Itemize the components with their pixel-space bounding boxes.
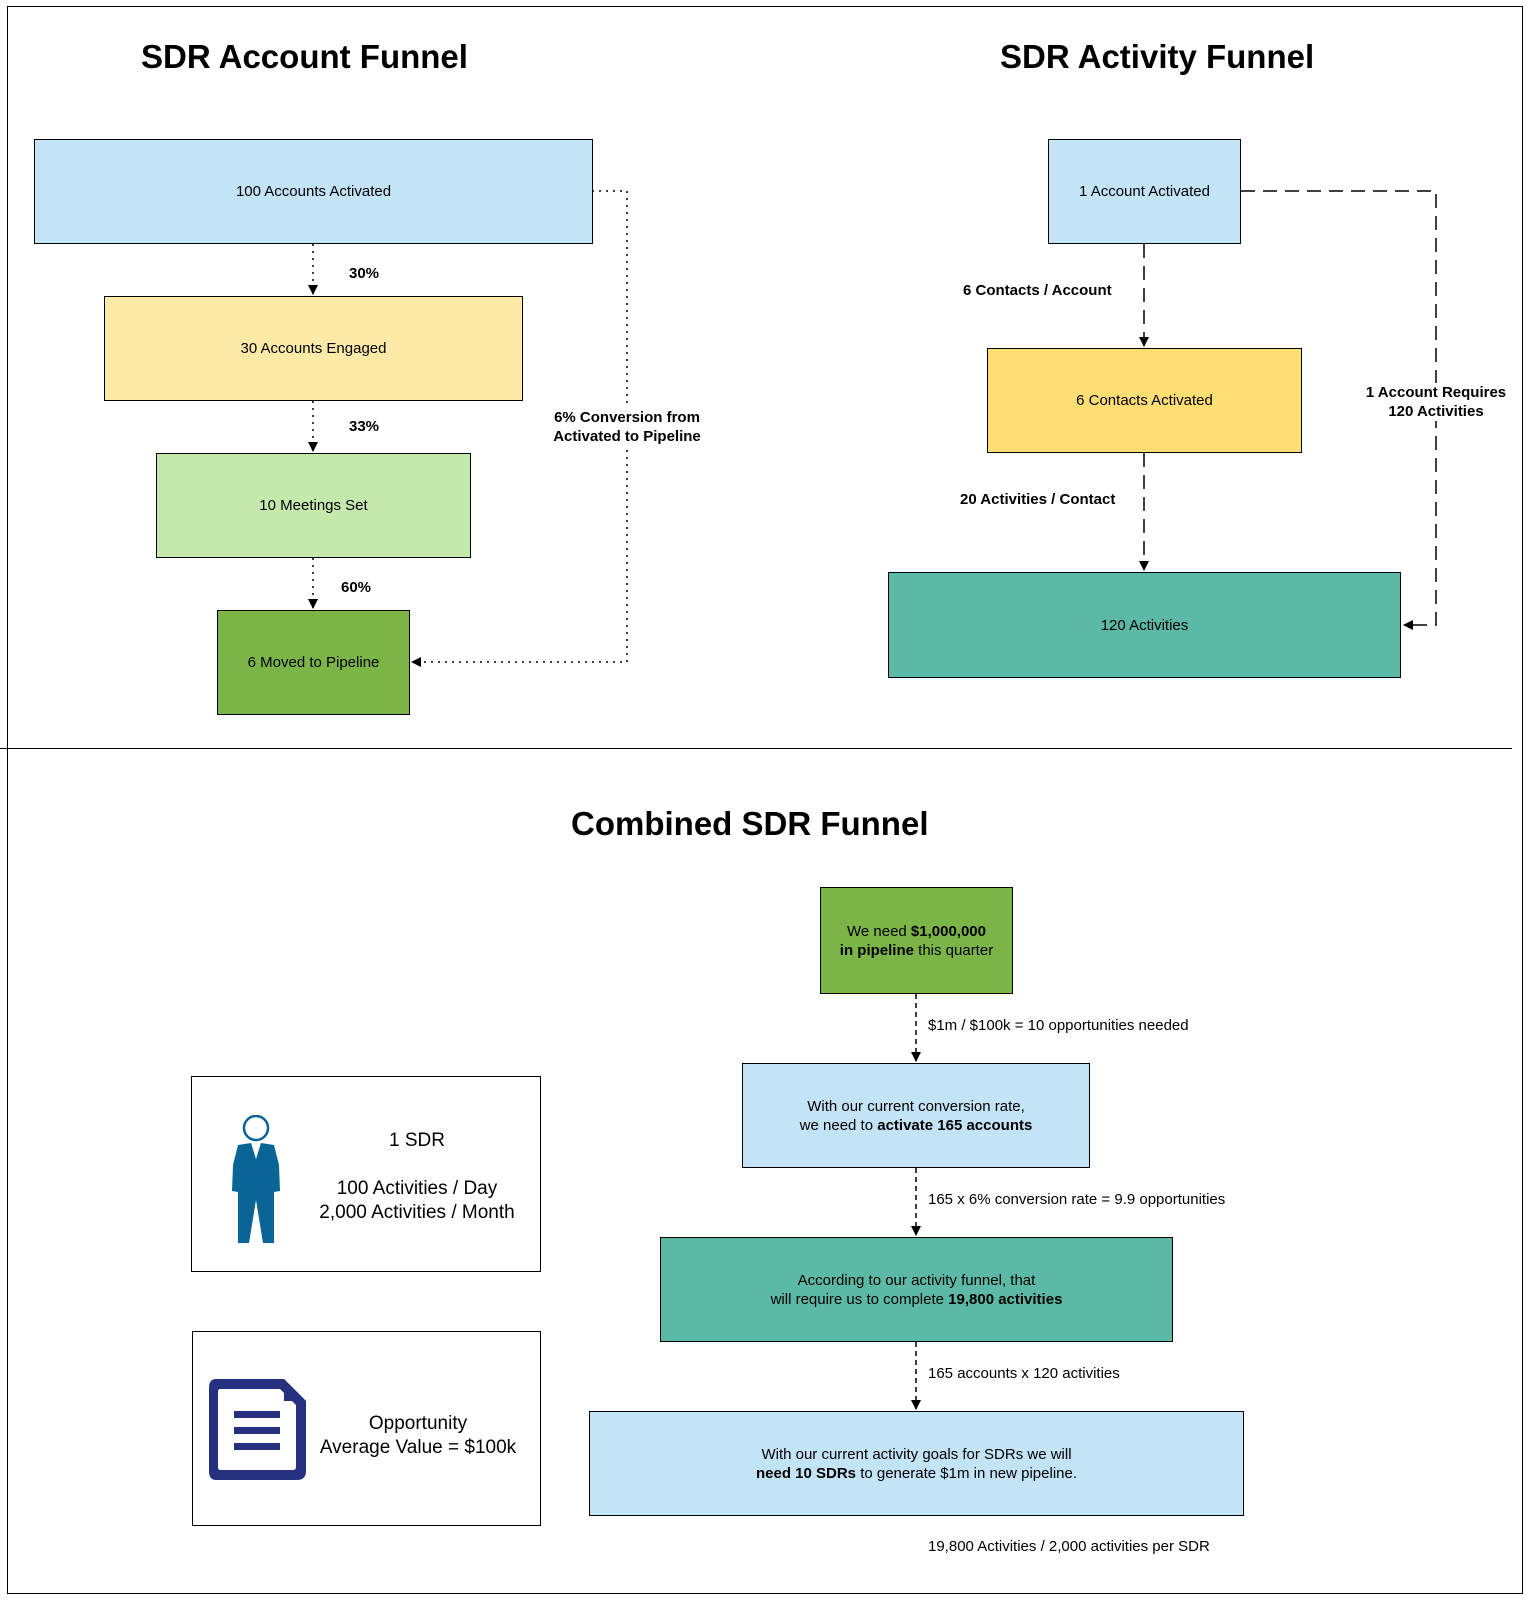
overall-conversion-line2: Activated to Pipeline	[553, 428, 701, 445]
section-divider	[0, 748, 1512, 749]
calc-activities: 165 accounts x 120 activities	[928, 1365, 1120, 1382]
activity-funnel-title: SDR Activity Funnel	[1000, 38, 1315, 75]
overall-conversion-label: 6% Conversion from Activated to Pipeline	[547, 408, 707, 446]
box-label: We need $1,000,000 in pipeline this quar…	[839, 922, 994, 959]
rate-label-engaged: 30%	[349, 265, 380, 282]
calc-conversion: 165 x 6% conversion rate = 9.9 opportuni…	[928, 1191, 1226, 1208]
box-activities: 120 Activities	[888, 572, 1401, 678]
sdr-monthly-activities: 2,000 Activities / Month	[319, 1202, 515, 1223]
box-sdrs-needed: With our current activity goals for SDRs…	[589, 1411, 1244, 1516]
sdr-daily-activities: 100 Activities / Day	[336, 1178, 498, 1199]
sdr-card-text: 1 SDR 100 Activities / Day 2,000 Activit…	[312, 1129, 522, 1225]
arrow-account-to-activities	[1241, 190, 1437, 630]
box-label: 6 Contacts Activated	[1076, 392, 1213, 409]
account-requires-label: 1 Account Requires 120 Activities	[1356, 383, 1516, 421]
opportunity-heading: Opportunity	[368, 1413, 468, 1434]
calc-opportunities-needed: $1m / $100k = 10 opportunities needed	[928, 1017, 1189, 1034]
box-label: 30 Accounts Engaged	[240, 340, 387, 357]
account-funnel-title: SDR Account Funnel	[141, 38, 468, 75]
account-requires-line1: 1 Account Requires	[1365, 384, 1507, 401]
box-label: 1 Account Activated	[1079, 183, 1210, 200]
opportunity-card-text: Opportunity Average Value = $100k	[313, 1412, 523, 1460]
contacts-per-account-label: 6 Contacts / Account	[963, 282, 1112, 299]
box-accounts-needed: With our current conversion rate, we nee…	[742, 1063, 1090, 1168]
box-accounts-engaged: 30 Accounts Engaged	[104, 296, 523, 401]
rate-label-pipeline: 60%	[341, 579, 372, 596]
box-account-activated: 1 Account Activated	[1048, 139, 1241, 244]
overall-conversion-line1: 6% Conversion from	[554, 409, 700, 426]
box-contacts-activated: 6 Contacts Activated	[987, 348, 1302, 453]
box-label: According to our activity funnel, that w…	[770, 1271, 1063, 1308]
box-activities-needed: According to our activity funnel, that w…	[660, 1237, 1173, 1342]
opportunity-average-value: Average Value = $100k	[319, 1437, 517, 1458]
box-label: With our current conversion rate, we nee…	[799, 1097, 1033, 1134]
box-accounts-activated: 100 Accounts Activated	[34, 139, 593, 244]
person-icon	[232, 1115, 280, 1243]
box-meetings-set: 10 Meetings Set	[156, 453, 471, 558]
diagram-frame	[7, 6, 1523, 1594]
activities-per-contact-label: 20 Activities / Contact	[960, 491, 1116, 508]
box-label: With our current activity goals for SDRs…	[755, 1445, 1078, 1482]
box-label: 6 Moved to Pipeline	[247, 654, 380, 671]
sdr-card: 1 SDR 100 Activities / Day 2,000 Activit…	[191, 1076, 541, 1272]
box-label: 120 Activities	[1100, 616, 1189, 634]
box-label: 100 Accounts Activated	[235, 183, 392, 200]
box-pipeline-goal: We need $1,000,000 in pipeline this quar…	[820, 887, 1013, 994]
opportunity-card: Opportunity Average Value = $100k	[192, 1331, 541, 1526]
sdr-heading: 1 SDR	[389, 1130, 445, 1151]
sdr-spacer	[312, 1153, 522, 1177]
rate-label-meetings: 33%	[349, 418, 380, 435]
box-label: 10 Meetings Set	[259, 497, 368, 514]
account-requires-line2: 120 Activities	[1388, 403, 1484, 420]
calc-sdrs: 19,800 Activities / 2,000 activities per…	[928, 1538, 1210, 1555]
document-icon	[209, 1379, 306, 1480]
combined-funnel-title: Combined SDR Funnel	[571, 805, 929, 842]
box-moved-to-pipeline: 6 Moved to Pipeline	[217, 610, 410, 715]
